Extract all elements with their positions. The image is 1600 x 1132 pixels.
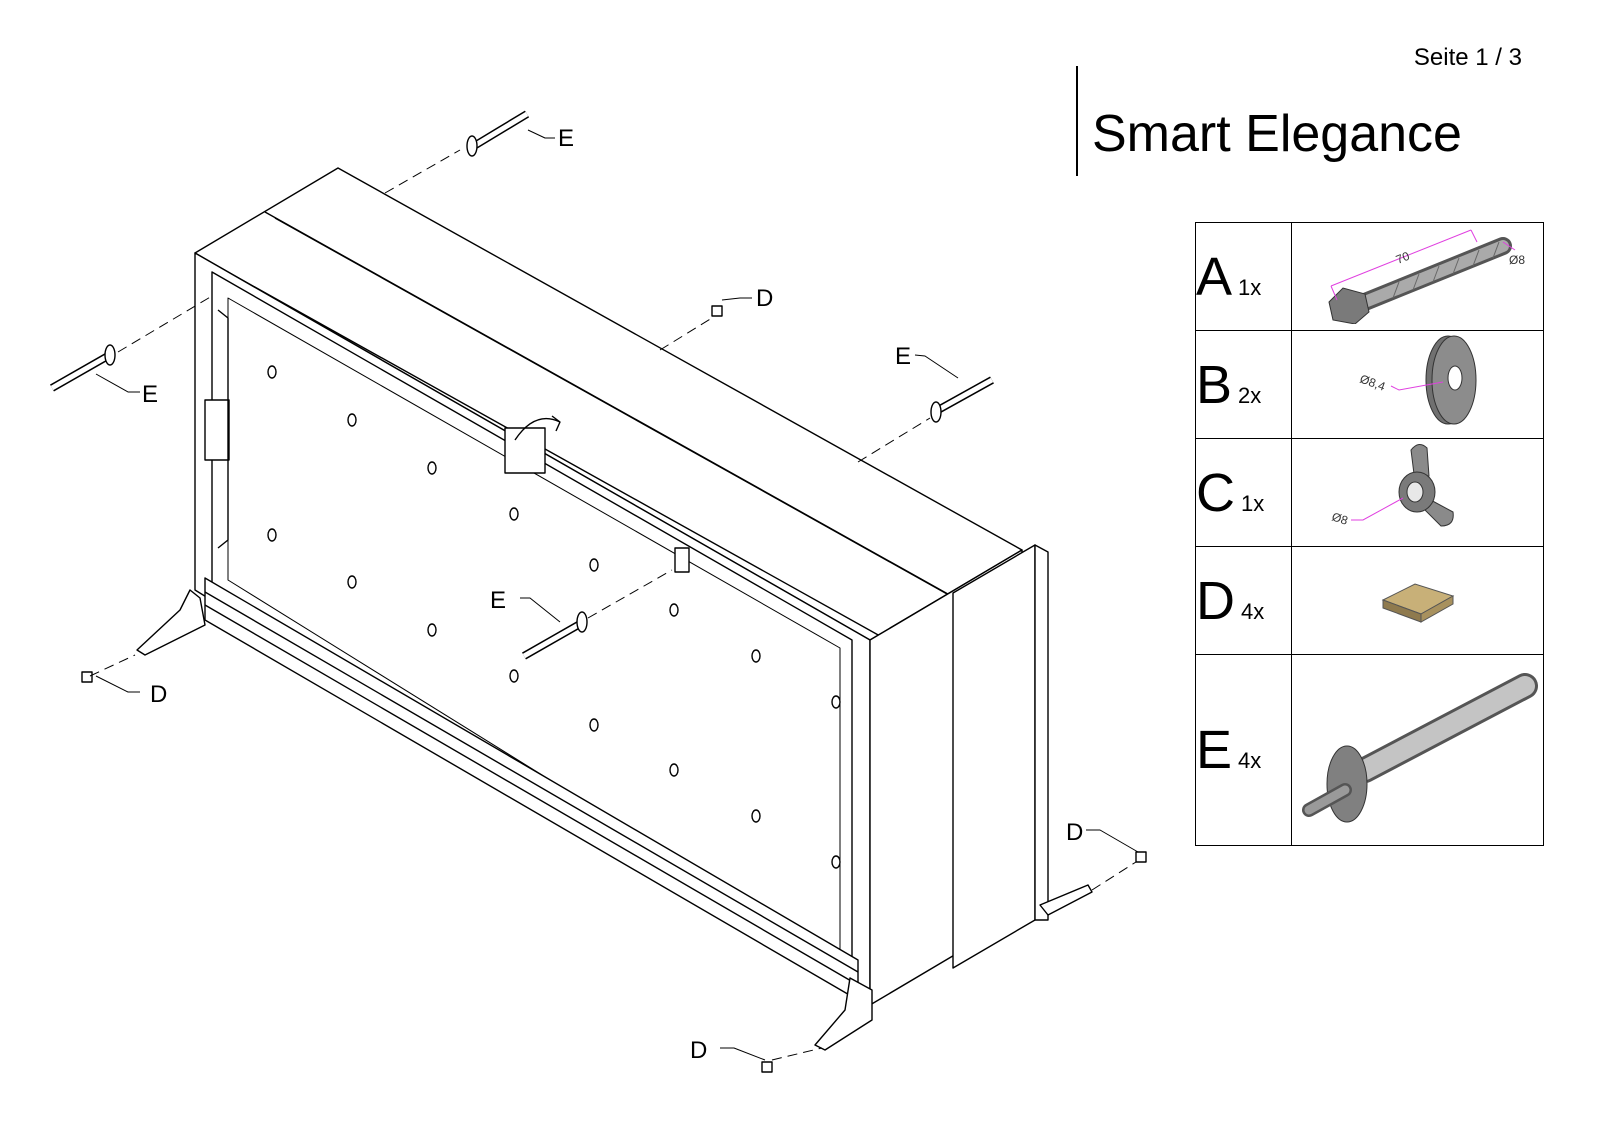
dowel-pin-top <box>466 110 530 157</box>
felt-pad-bottom <box>761 1061 773 1073</box>
felt-pad-icon <box>1381 583 1454 623</box>
shelf-holes <box>267 365 841 869</box>
dowel-pin-icon <box>1302 672 1538 822</box>
felt-pad-left <box>81 671 93 683</box>
callout-e-top: E <box>558 125 574 152</box>
part-quantity: 1x <box>1241 490 1265 516</box>
dowel-pin-left <box>50 344 116 392</box>
callout-d-top: D <box>756 285 773 312</box>
assembly-drawing: E E E E D D D D <box>50 110 1147 1073</box>
hex-bolt-icon: 70 Ø8 <box>1327 229 1525 325</box>
part-letter: C <box>1196 462 1235 523</box>
dimension-label: Ø8 <box>1330 510 1350 528</box>
arrow-icon <box>514 415 561 441</box>
felt-pad-top <box>711 305 723 317</box>
part-quantity: 4x <box>1238 748 1262 773</box>
document-title: Smart Elegance <box>1092 105 1462 163</box>
felt-pad-right <box>1135 851 1147 863</box>
title-divider <box>1076 66 1078 176</box>
foot-right <box>1039 884 1093 916</box>
part-quantity: 4x <box>1241 598 1265 624</box>
callout-d-left: D <box>150 681 167 708</box>
part-letter: A <box>1196 246 1233 307</box>
part-letter: D <box>1196 570 1235 631</box>
dowel-pin-right <box>930 376 994 423</box>
part-quantity: 2x <box>1238 382 1262 408</box>
part-letter: E <box>1196 720 1233 780</box>
hinge-block <box>204 399 230 461</box>
foot-front <box>814 977 873 1051</box>
part-quantity: 1x <box>1238 274 1262 300</box>
dimension-label: Ø8,4 <box>1357 372 1387 394</box>
dimension-label: 70 <box>1393 249 1411 267</box>
dowel-pin-center <box>522 611 588 660</box>
washer-icon: Ø8,4 <box>1357 335 1476 425</box>
callout-d-right: D <box>1066 819 1083 846</box>
callout-e-left: E <box>142 381 158 408</box>
part-letter: B <box>1196 354 1233 415</box>
latch <box>504 427 546 474</box>
page-number: Seite 1 / 3 <box>1413 44 1522 71</box>
callout-e-right: E <box>895 343 911 370</box>
callout-d-bottom: D <box>690 1037 707 1064</box>
wing-nut-icon: Ø8 <box>1330 444 1454 528</box>
foot-left <box>136 589 206 656</box>
dimension-label: Ø8 <box>1509 253 1525 267</box>
callout-e-center: E <box>490 587 506 614</box>
